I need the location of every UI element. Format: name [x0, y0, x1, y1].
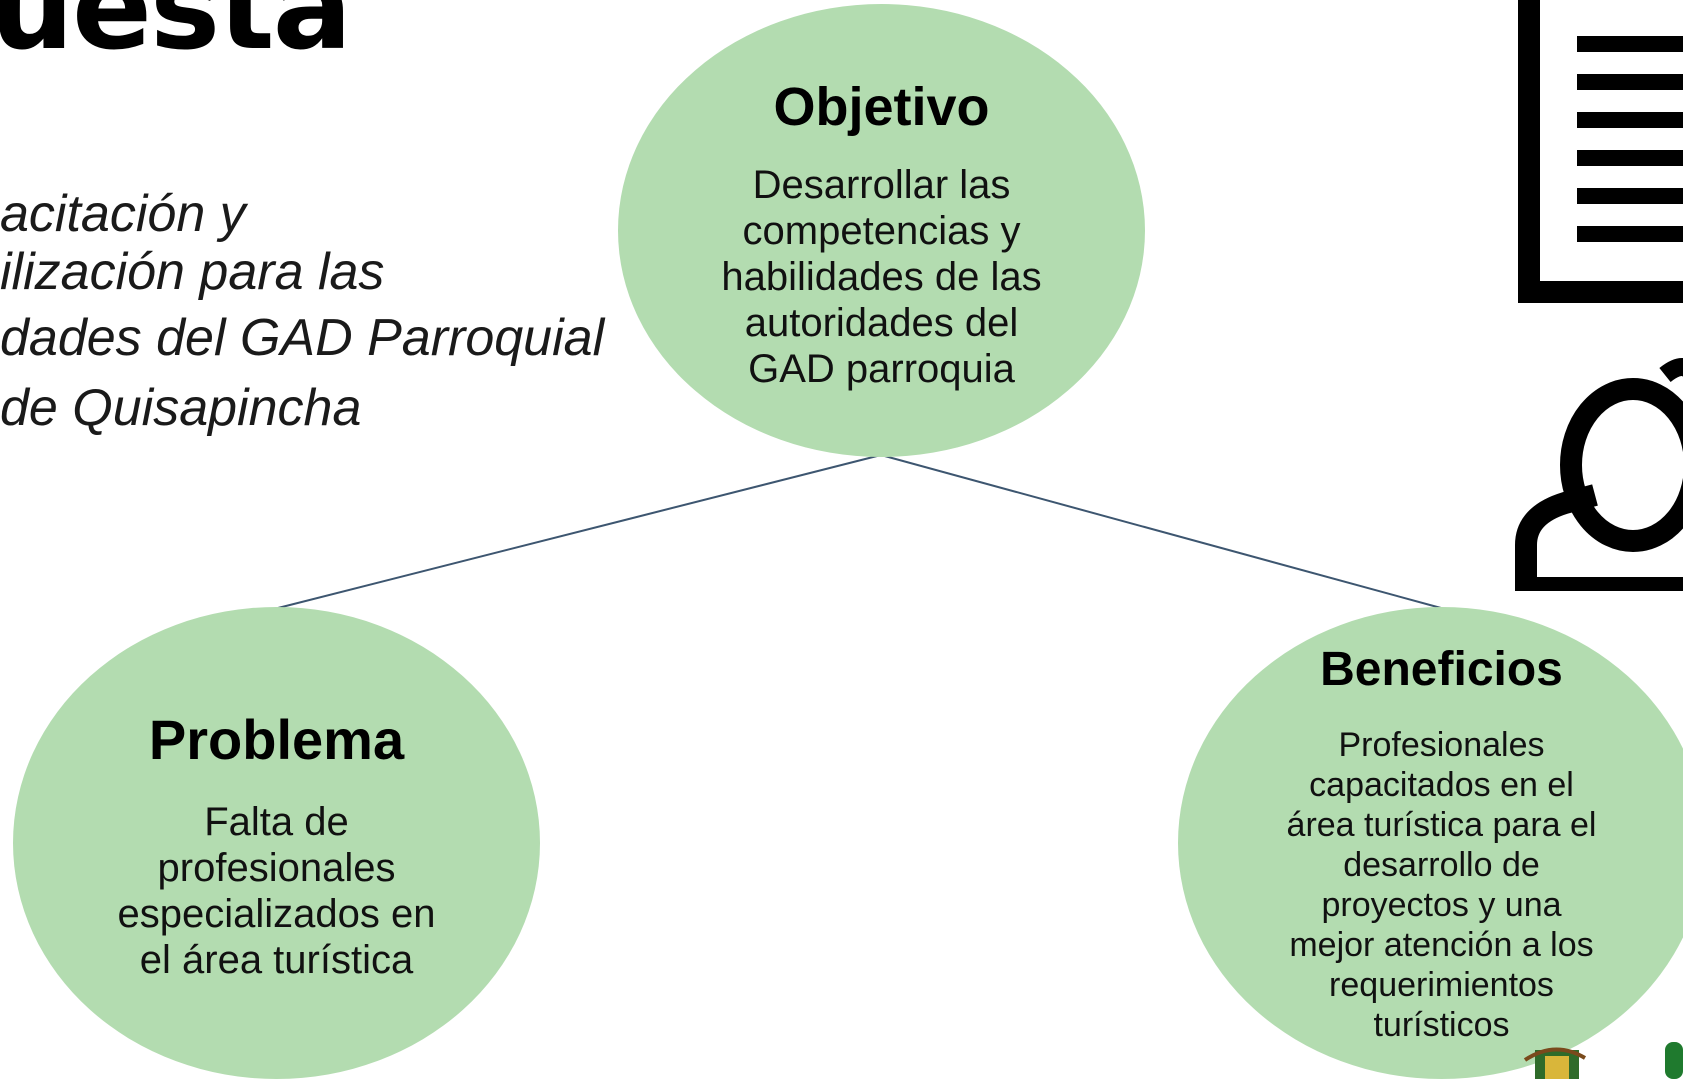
node-problema-title: Problema [148, 708, 405, 771]
subtitle-line-2: ilización para las [0, 243, 385, 301]
user-icon [1515, 358, 1683, 591]
node-problema-body: Falta de profesionales especializados en… [117, 800, 436, 982]
subtitle-line-1: acitación y [0, 185, 246, 243]
node-beneficios-body: Profesionales capacitados en el área tur… [1286, 726, 1597, 1044]
connector-objetivo-problema [277, 454, 882, 609]
subtitle-line-3: dades del GAD Parroquial [0, 309, 605, 367]
node-objetivo-body: Desarrollar las competencias y habilidad… [721, 163, 1042, 391]
emblem-icon [1523, 1042, 1683, 1079]
node-objetivo-title: Objetivo [773, 77, 990, 137]
subtitle-line-4: de Quisapincha [0, 379, 362, 437]
node-beneficios-title: Beneficios [1320, 643, 1563, 696]
node-beneficios: Beneficios Profesionales capacitados en … [1178, 607, 1683, 1079]
node-objetivo: Objetivo Desarrollar las competencias y … [618, 4, 1145, 457]
slide-title: uesta [0, 0, 352, 76]
connector-objetivo-beneficios [880, 454, 1442, 609]
document-icon [1518, 0, 1683, 303]
node-problema: Problema Falta de profesionales especial… [13, 607, 540, 1079]
